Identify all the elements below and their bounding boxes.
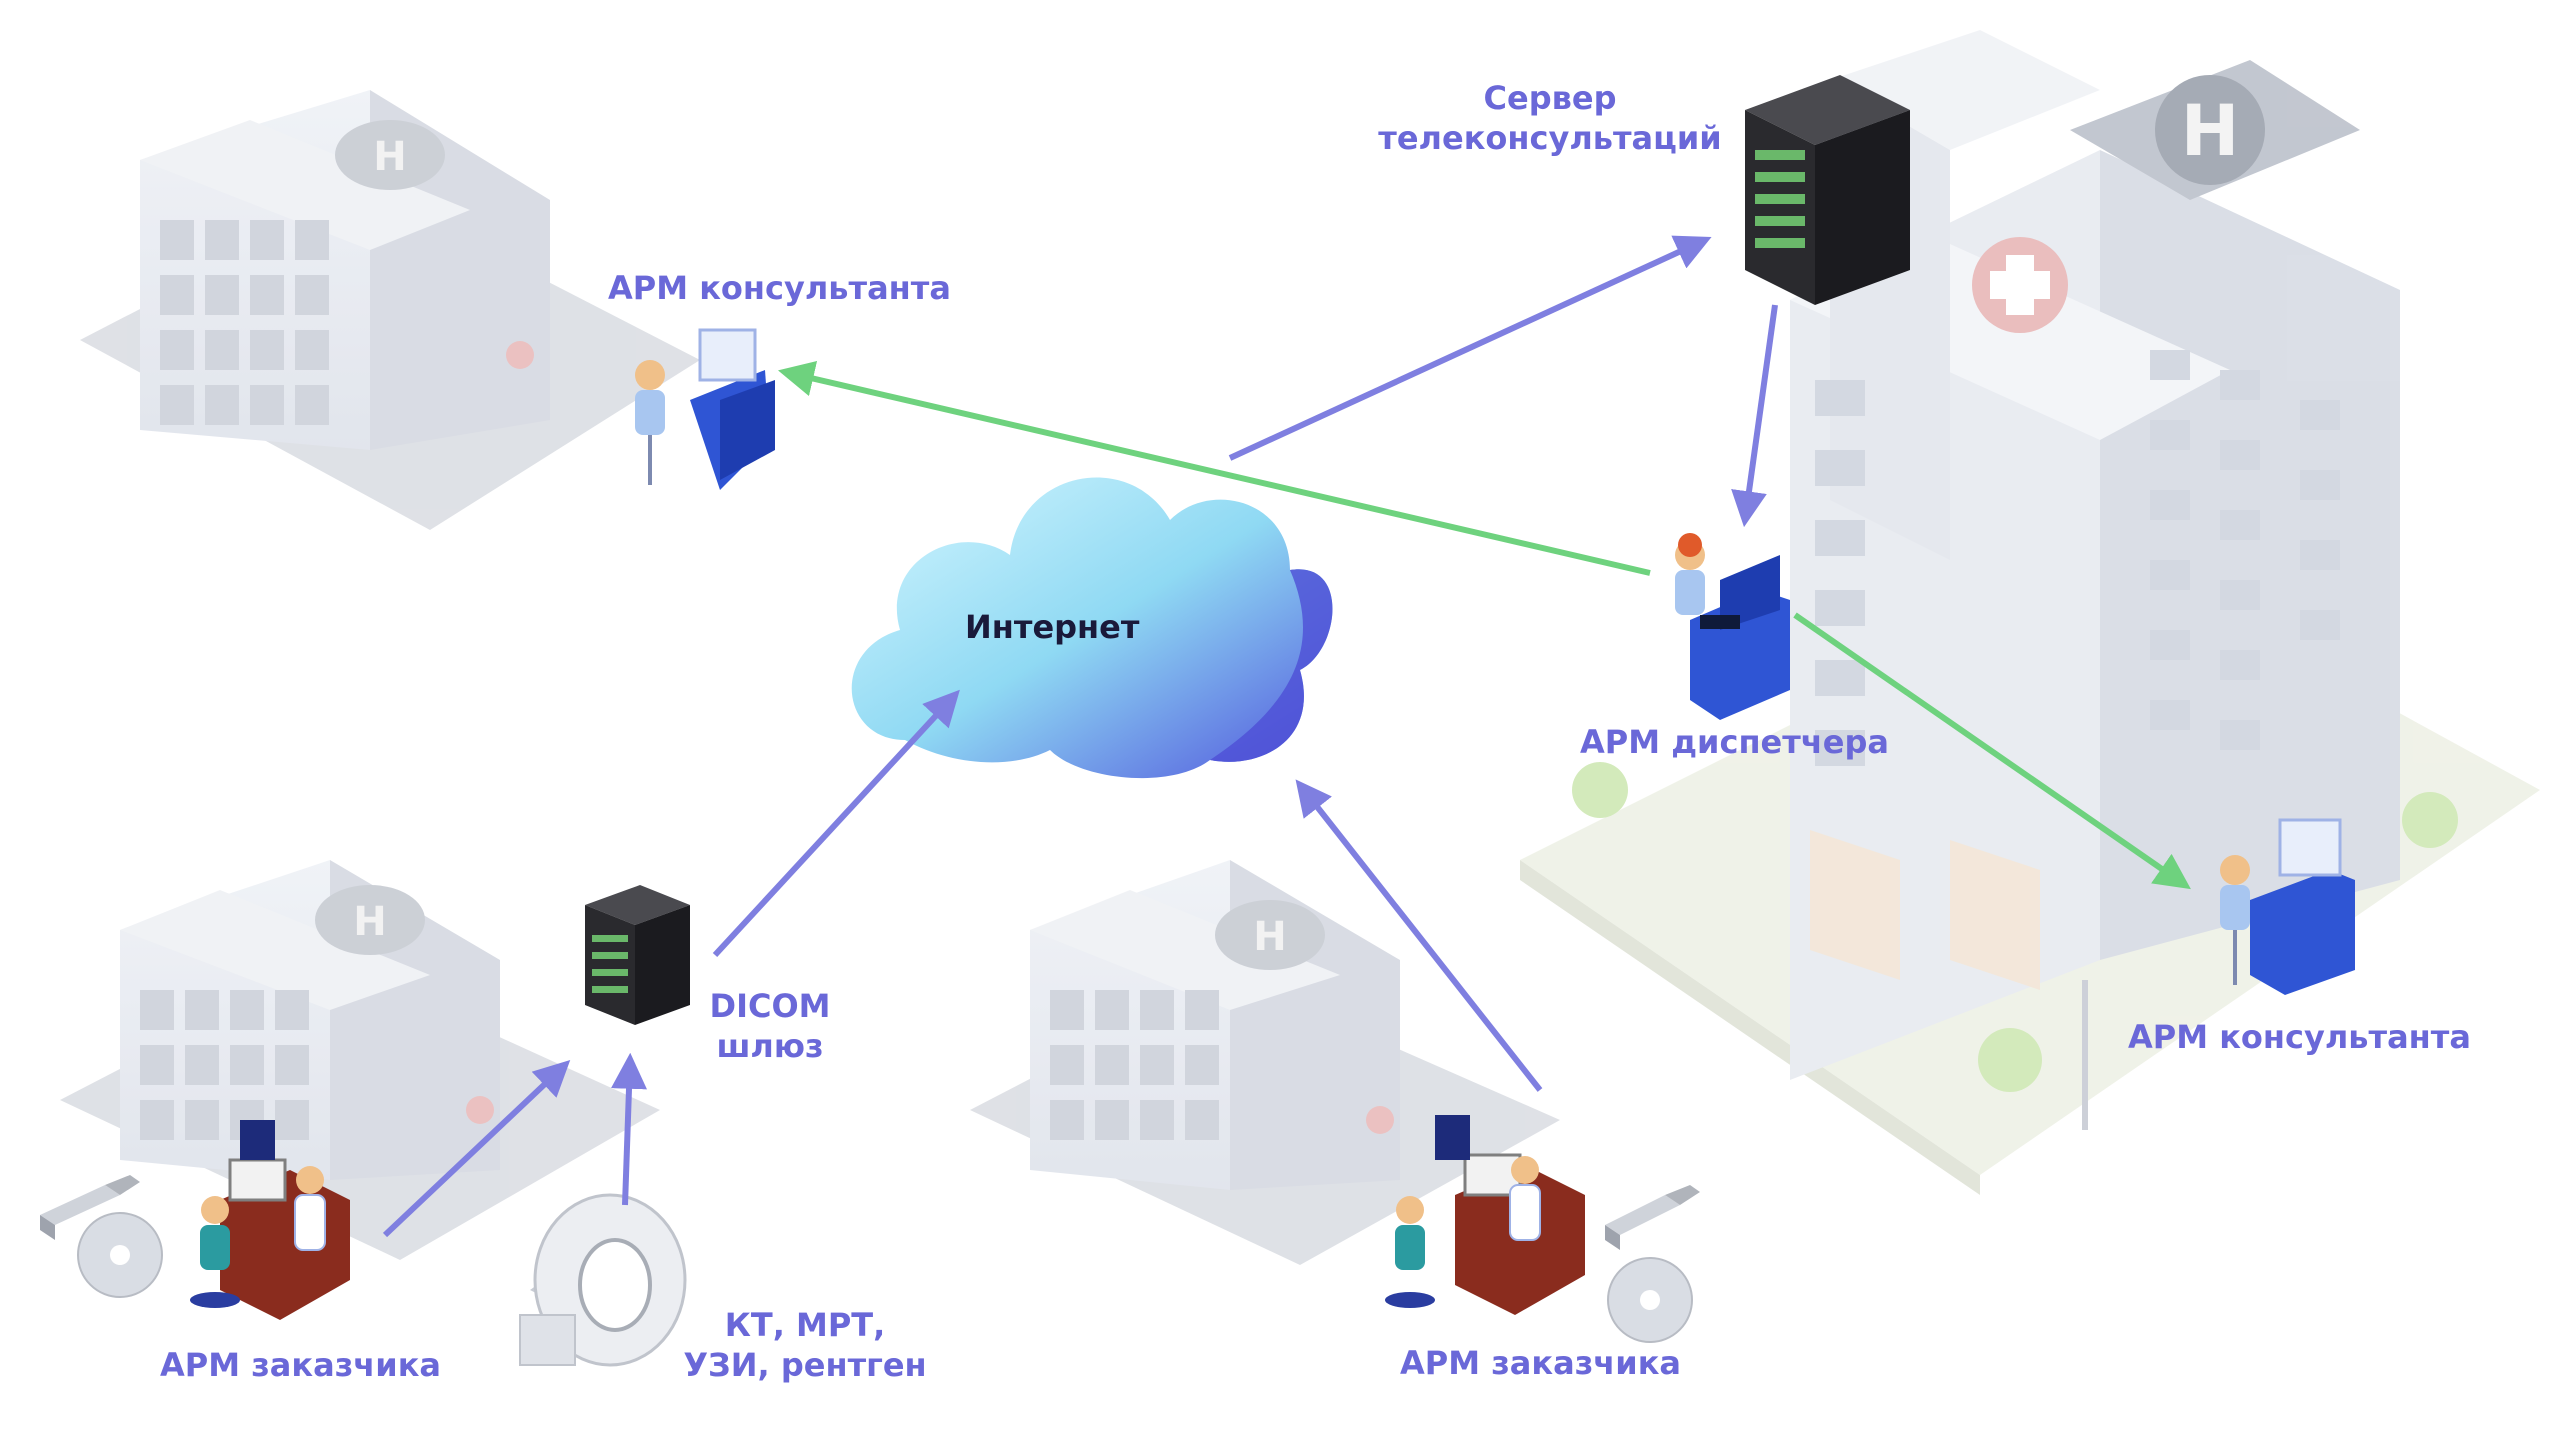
hospital-building-icon-bottom-middle: H (970, 860, 1560, 1265)
main-hospital-icon: H (1520, 30, 2540, 1195)
arrow-dispatcher-to-consultant-right (1793, 612, 2191, 890)
customer-left-label: АРМ заказчика (160, 1346, 441, 1384)
arrow-cloud-to-server (1228, 235, 1712, 461)
server-label: Сервер телеконсультаций (1378, 79, 1722, 157)
svg-text:H: H (373, 134, 406, 180)
arrow-dispatcher-to-consultant-top (777, 360, 1651, 576)
svg-text:H: H (2181, 90, 2240, 172)
modalities-label: КТ, МРТ, УЗИ, рентген (683, 1306, 927, 1384)
svg-text:H: H (353, 899, 386, 945)
server-rack-icon-top (1745, 75, 1910, 305)
workstation-icon-dispatcher (1675, 533, 1790, 720)
server-rack-icon-dicom (585, 885, 690, 1025)
dicom-label: DICOM шлюз (709, 987, 831, 1065)
arrow-mri-to-dicom (611, 1052, 647, 1206)
usb-drive-icon-right (1605, 1185, 1700, 1250)
hospital-building-icon-bottom-left: H (60, 860, 660, 1260)
arrow-customer-right-to-cloud (1295, 779, 1543, 1092)
arrow-customer-left-to-dicom (382, 1060, 571, 1238)
workstation-icon-consultant-top (635, 328, 775, 490)
mri-scanner-icon (519, 1193, 687, 1367)
arrow-dicom-to-cloud (712, 689, 960, 958)
customer-right-label: АРМ заказчика (1400, 1344, 1681, 1382)
consultant-right-label: АРМ консультанта (2128, 1018, 2471, 1056)
cloud-icon (851, 477, 1333, 779)
workstation-icon-customer-left (190, 1120, 350, 1320)
cd-disc-icon-left (77, 1212, 163, 1298)
workstation-icon-customer-right (1385, 1115, 1585, 1315)
internet-label: Интернет (965, 608, 1140, 646)
workstation-icon-consultant-right (2220, 818, 2355, 995)
consultant-top-label: АРМ консультанта (608, 269, 951, 307)
arrow-server-to-dispatcher (1731, 304, 1778, 528)
hospital-building-icon-top-left: H (80, 90, 700, 530)
dispatcher-label: АРМ диспетчера (1580, 723, 1889, 761)
cd-disc-icon-right (1607, 1257, 1693, 1343)
svg-text:H: H (1253, 914, 1286, 960)
usb-drive-icon-left (40, 1175, 140, 1240)
connection-arrows (382, 235, 2191, 1238)
